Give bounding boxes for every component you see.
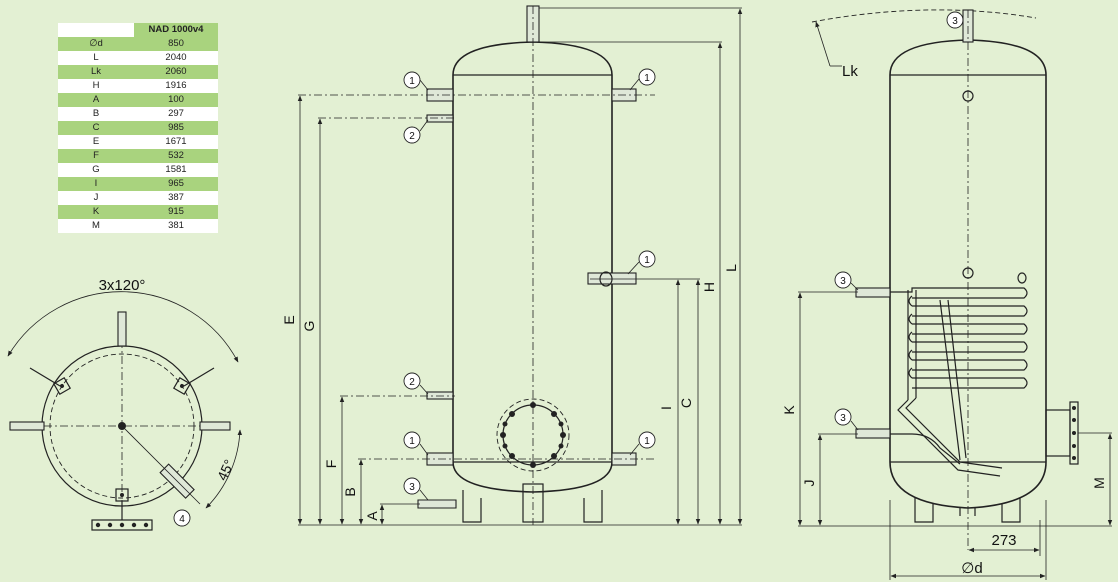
param-name: K — [58, 205, 134, 219]
param-value: 850 — [134, 37, 218, 51]
dim-label-273: 273 — [991, 532, 1016, 549]
connection-4-marker: 4 — [173, 509, 191, 527]
dim-label-j: J — [801, 480, 817, 487]
param-name: J — [58, 191, 134, 205]
dim-label-g: G — [301, 321, 317, 332]
param-value: 2060 — [134, 65, 218, 79]
dim-label-a: A — [364, 511, 380, 521]
svg-text:3: 3 — [952, 16, 958, 27]
param-value: 381 — [134, 219, 218, 233]
angle-120-label: 3x120° — [99, 277, 146, 294]
svg-text:1: 1 — [409, 436, 415, 447]
param-name: M — [58, 219, 134, 233]
param-value: 985 — [134, 121, 218, 135]
connection-1-marker: 1 — [629, 431, 656, 456]
connection-1-marker: 1 — [627, 250, 656, 275]
svg-text:1: 1 — [644, 436, 650, 447]
connection-2-marker: 2 — [403, 372, 429, 395]
param-value: 532 — [134, 149, 218, 163]
heat-exchanger-coil — [858, 287, 1028, 477]
dim-label-l: L — [723, 264, 739, 272]
param-value: 1581 — [134, 163, 218, 177]
param-name: A — [58, 93, 134, 107]
connection-1-marker: 1 — [629, 68, 656, 91]
param-value: 915 — [134, 205, 218, 219]
svg-text:3: 3 — [840, 276, 846, 287]
dim-label-i: I — [658, 406, 674, 410]
param-name: I — [58, 177, 134, 191]
param-name: L — [58, 51, 134, 65]
param-value: 297 — [134, 107, 218, 121]
connection-3-marker: 3 — [834, 271, 859, 291]
top-view: 3x120° 45° 4 — [7, 277, 243, 531]
dim-label-m: M — [1091, 477, 1107, 489]
svg-text:3: 3 — [409, 482, 415, 493]
connection-3-marker: 3 — [834, 408, 859, 431]
svg-text:2: 2 — [409, 377, 415, 388]
svg-text:1: 1 — [644, 255, 650, 266]
connection-3-marker: 3 — [403, 477, 429, 501]
param-value: 1671 — [134, 135, 218, 149]
param-name: ∅d — [58, 37, 134, 51]
param-name: C — [58, 121, 134, 135]
svg-text:1: 1 — [409, 76, 415, 87]
svg-text:4: 4 — [179, 514, 185, 525]
param-value: 965 — [134, 177, 218, 191]
model-name: NAD 1000v4 — [134, 23, 218, 37]
dim-label-k: K — [781, 405, 797, 415]
param-name: Lk — [58, 65, 134, 79]
dim-label-e: E — [281, 315, 297, 324]
front-view: E G F B A I C H L 1 1 2 1 2 1 — [281, 5, 743, 526]
dim-label-d: ∅d — [961, 560, 982, 577]
dim-label-b: B — [342, 487, 358, 496]
connection-2-marker: 2 — [403, 119, 429, 144]
section-view: Lk 3 — [781, 9, 1113, 580]
param-name: B — [58, 107, 134, 121]
dim-label-f: F — [323, 460, 339, 469]
param-value: 1916 — [134, 79, 218, 93]
param-name: H — [58, 79, 134, 93]
dim-label-c: C — [678, 398, 694, 408]
dim-label-h: H — [701, 282, 717, 292]
connection-1-marker: 1 — [403, 431, 429, 456]
param-name: E — [58, 135, 134, 149]
table-header: NAD 1000v4 — [58, 23, 218, 37]
param-value: 387 — [134, 191, 218, 205]
param-value: 100 — [134, 93, 218, 107]
svg-text:2: 2 — [409, 131, 415, 142]
param-value: 2040 — [134, 51, 218, 65]
svg-text:1: 1 — [644, 73, 650, 84]
angle-45-label: 45° — [214, 457, 237, 483]
connection-1-marker: 1 — [403, 71, 429, 91]
svg-text:3: 3 — [840, 413, 846, 424]
param-name: F — [58, 149, 134, 163]
dim-label-lk: Lk — [842, 63, 858, 80]
param-name: G — [58, 163, 134, 177]
